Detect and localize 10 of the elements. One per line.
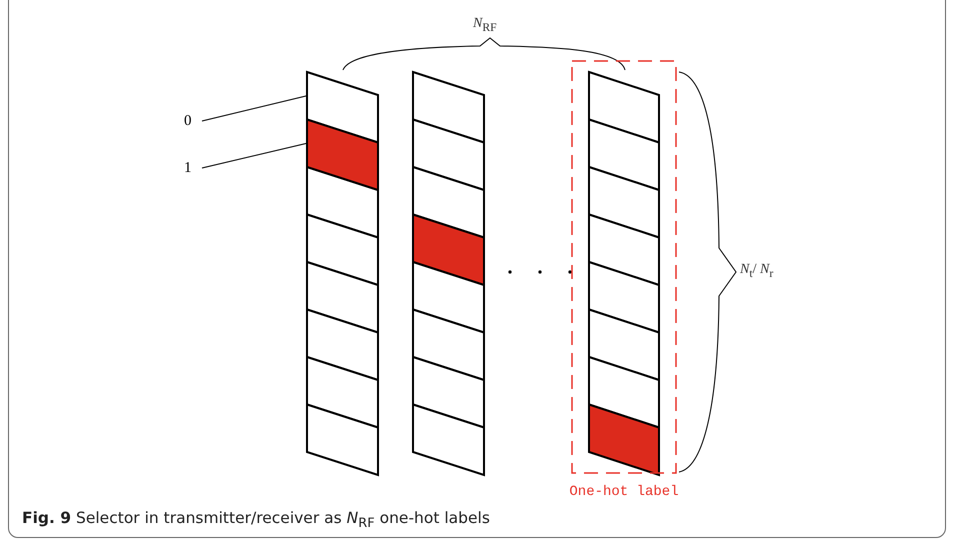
slot-cell [306, 70, 379, 144]
bit-label: 1 [184, 158, 192, 178]
figure-caption: Fig. 9 Selector in transmitter/receiver as N$_{RF}$ one-hot labels [22, 509, 490, 532]
bit-label: 0 [184, 111, 192, 131]
leader-line [202, 142, 308, 168]
slot-cell [306, 118, 379, 192]
frame-label: One-hot label [568, 484, 680, 500]
leader-line [202, 95, 308, 122]
math-label: N$_{RF}$ [473, 16, 497, 34]
math-label: N$_{t}$/ N$_{r}$ [740, 262, 774, 280]
